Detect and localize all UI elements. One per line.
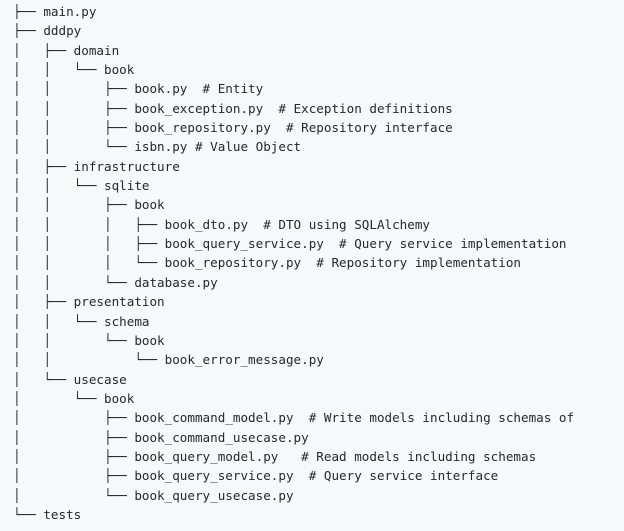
tree-line: │ ├── book_command_usecase.py (13, 429, 309, 445)
tree-line: │ │ └── book (13, 62, 135, 78)
tree-line: │ │ │ └── book_repository.py # Repositor… (13, 255, 521, 271)
tree-line: │ │ └── book_error_message.py (13, 352, 324, 368)
tree-line: │ │ ├── book (13, 197, 165, 213)
tree-line: │ │ ├── book_exception.py # Exception de… (13, 100, 453, 116)
file-tree: ├── main.py ├── dddpy │ ├── domain │ │ └… (13, 2, 620, 524)
tree-line: ├── dddpy (13, 23, 82, 39)
tree-line: │ │ ├── book_repository.py # Repository … (13, 120, 453, 136)
tree-line: │ └── book_query_usecase.py (13, 487, 294, 503)
tree-line: │ │ └── database.py (13, 274, 218, 290)
tree-line: │ ├── domain (13, 42, 120, 58)
tree-line: │ │ └── schema (13, 313, 150, 329)
tree-line: │ │ │ ├── book_query_service.py # Query … (13, 236, 567, 252)
tree-line: │ ├── infrastructure (13, 158, 180, 174)
tree-line: │ ├── book_query_service.py # Query serv… (13, 468, 499, 484)
tree-line: │ ├── presentation (13, 294, 165, 310)
tree-line: │ │ ├── book.py # Entity (13, 81, 264, 97)
tree-line: │ └── usecase (13, 371, 127, 387)
tree-line: │ │ │ ├── book_dto.py # DTO using SQLAlc… (13, 216, 431, 232)
tree-line: │ │ └── sqlite (13, 178, 150, 194)
tree-line: ├── main.py (13, 4, 97, 19)
tree-line: │ │ └── isbn.py # Value Object (13, 139, 302, 155)
tree-line: │ ├── book_query_model.py # Read models … (13, 448, 537, 464)
tree-line: │ │ └── book (13, 332, 165, 348)
tree-line: │ ├── book_command_model.py # Write mode… (13, 410, 575, 426)
tree-line: │ └── book (13, 390, 135, 406)
tree-line: └── tests (13, 506, 82, 522)
